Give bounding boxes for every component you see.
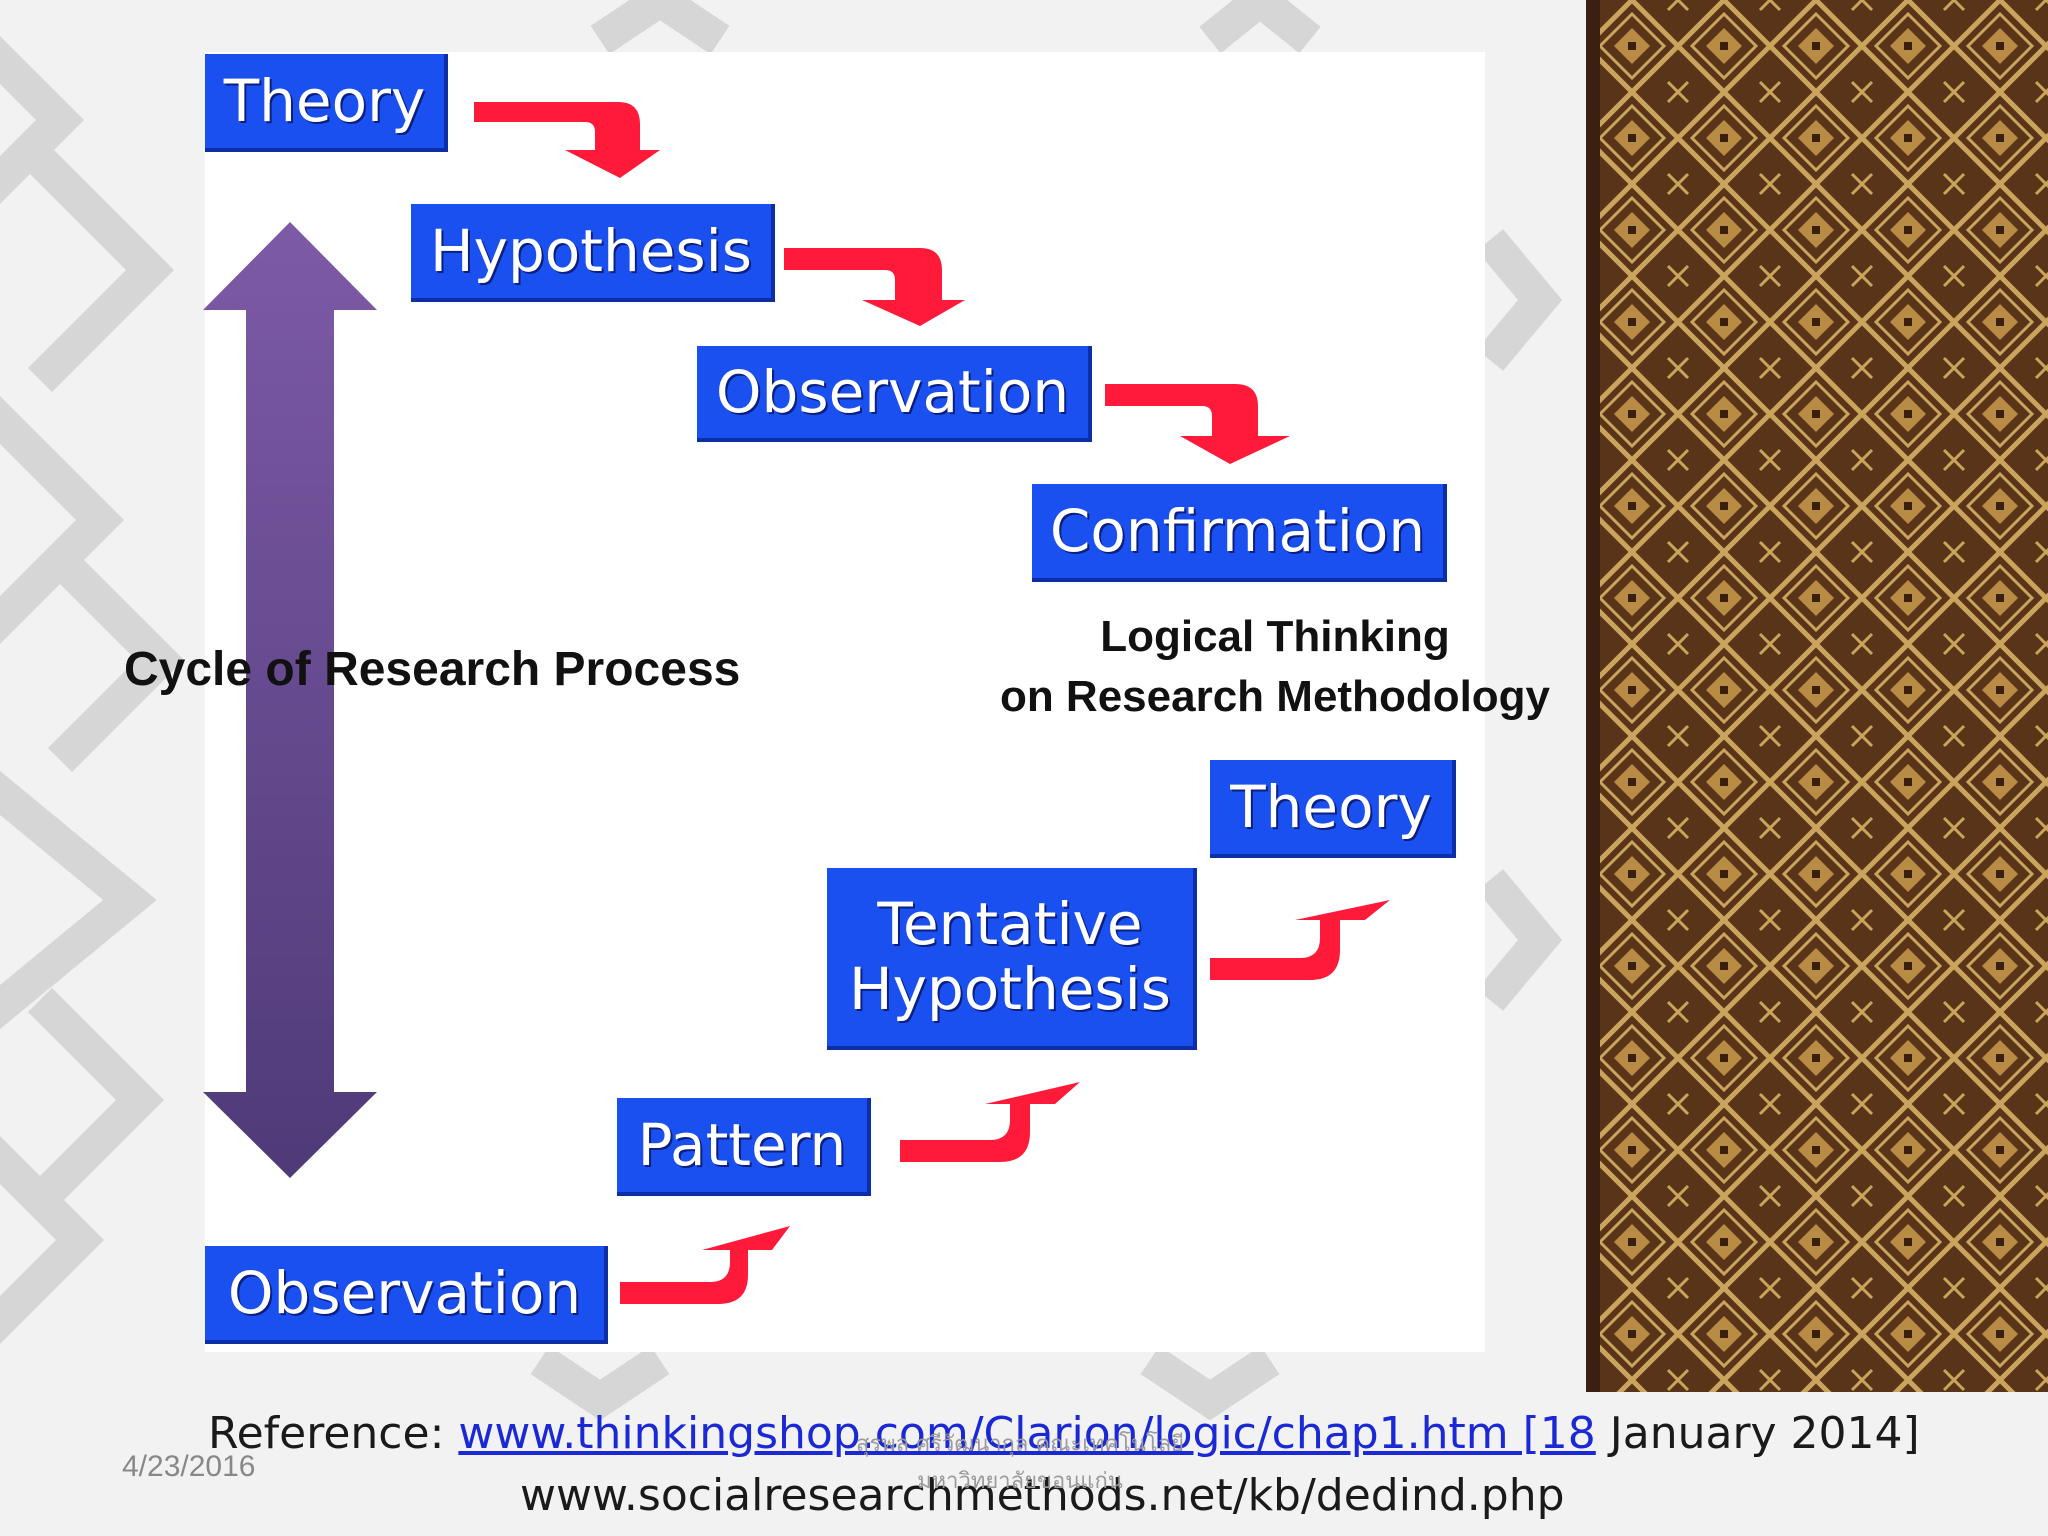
footer-faint-line-1: สุรพล ศรีวัฒนากุล คณะเทคโนโลยี bbox=[855, 1432, 1185, 1457]
caption-cycle-of-research-process: Cycle of Research Process bbox=[124, 643, 741, 696]
reference-url-socialresearchmethods: www.socialresearchmethods.net/kb/dedind.… bbox=[520, 1470, 1565, 1521]
cycle-double-arrow bbox=[203, 222, 377, 1178]
box-bottom-theory: Theory bbox=[1210, 760, 1456, 858]
reference-suffix: January 2014] bbox=[1595, 1408, 1920, 1459]
box-bottom-tentative-hypothesis: Tentative Hypothesis bbox=[827, 868, 1197, 1050]
reference-line: Reference: www.thinkingshop.com/Clarion/… bbox=[208, 1408, 1920, 1459]
caption-on-research-methodology: on Research Methodology bbox=[999, 672, 1551, 721]
reference-prefix: Reference: bbox=[208, 1408, 459, 1459]
reference-link-thinkingshop[interactable]: www.thinkingshop.com/Clarion/logic/chap1… bbox=[458, 1408, 1596, 1459]
box-top-hypothesis: Hypothesis bbox=[411, 204, 775, 302]
box-top-observation: Observation bbox=[697, 346, 1092, 442]
caption-logical-thinking: Logical Thinking bbox=[1100, 612, 1450, 661]
footer-date: 4/23/2016 bbox=[122, 1450, 256, 1483]
arrow-observation-to-confirmation bbox=[1105, 384, 1290, 464]
box-top-theory: Theory bbox=[205, 54, 448, 152]
arrow-pattern-to-tentative bbox=[900, 1082, 1080, 1162]
arrow-theory-to-hypothesis bbox=[474, 102, 660, 178]
box-top-confirmation: Confirmation bbox=[1032, 484, 1447, 582]
arrow-tentative-to-theory bbox=[1210, 900, 1390, 980]
arrow-observation-to-pattern bbox=[620, 1226, 790, 1304]
footer-faint-line-2: มหาวิทยาลัยขอนแก่น bbox=[917, 1469, 1123, 1495]
woven-pattern-strip bbox=[1586, 0, 2048, 1392]
box-bottom-observation: Observation bbox=[205, 1246, 608, 1344]
box-bottom-pattern: Pattern bbox=[617, 1098, 871, 1196]
arrow-hypothesis-to-observation bbox=[784, 248, 965, 326]
footer-faint-text: สุรพล ศรีวัฒนากุล คณะเทคโนโลยี มหาวิทยาล… bbox=[790, 1426, 1250, 1501]
